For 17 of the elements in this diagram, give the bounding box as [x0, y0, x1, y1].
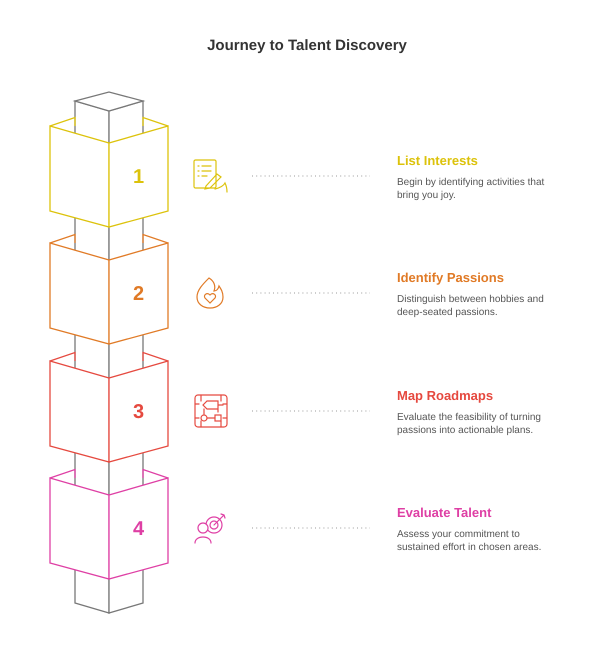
diagram-title: Journey to Talent Discovery — [206, 37, 408, 54]
step-heading: Identify Passions — [397, 270, 504, 285]
dotted-connector — [252, 292, 370, 294]
step-number: 2 — [133, 283, 144, 306]
step-heading: Map Roadmaps — [397, 388, 494, 403]
step-description: Distinguish between hobbies and deep-seated passions. — [397, 293, 545, 319]
step-description: Evaluate the feasibility of turning passions into actionable plans. — [397, 411, 542, 437]
step-number: 1 — [133, 166, 144, 189]
dotted-connector — [252, 410, 370, 412]
step-description: Begin by identifying activities that bring you joy. — [397, 176, 546, 202]
list-pen-icon — [193, 159, 229, 193]
step-number: 3 — [133, 401, 144, 424]
step-number: 4 — [133, 518, 144, 541]
step-heading: Evaluate Talent — [397, 505, 492, 520]
flowchart-icon — [193, 394, 229, 428]
step-heading: List Interests — [397, 153, 478, 168]
step-description: Assess your commitment to sustained effort in chosen areas. — [397, 528, 542, 554]
